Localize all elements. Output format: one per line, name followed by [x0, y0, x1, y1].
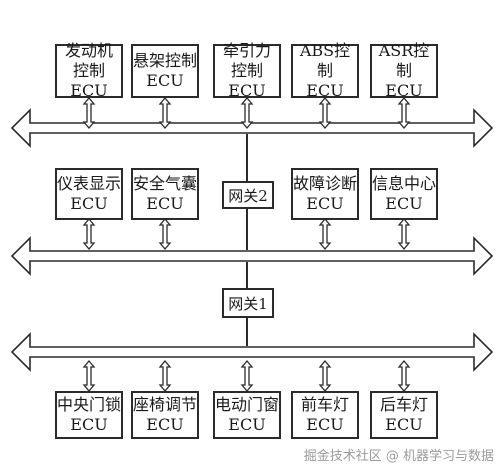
connector	[159, 97, 171, 129]
connector	[319, 97, 331, 129]
fault-diagnosis-ecu-box: 故障诊断 ECU	[291, 168, 359, 220]
ecu-label-line2: ECU	[146, 415, 184, 434]
ecu-label-line1: 仪表显示	[57, 174, 122, 193]
ecu-label-line1: 电动门窗	[215, 395, 280, 414]
ecu-label-line1: ASR控制	[378, 41, 430, 80]
gateway2-box: 网关2	[222, 181, 274, 209]
bus-top	[11, 109, 493, 147]
ecu-label-line2: ECU	[385, 81, 423, 100]
ecu-label-line1: 悬架控制	[133, 51, 198, 70]
suspension-ecu-box: 悬架控制 ECU	[131, 44, 199, 98]
ecu-label-line1: 安全气囊	[133, 174, 198, 193]
connector	[319, 360, 331, 392]
taillight-ecu-box: 后车灯 ECU	[370, 391, 438, 439]
ecu-label-line2: ECU	[306, 415, 344, 434]
central-lock-ecu-box: 中央门锁 ECU	[55, 391, 123, 439]
ecu-label-line2: ECU	[385, 194, 423, 213]
power-window-ecu-box: 电动门窗 ECU	[213, 391, 281, 439]
ecu-label-line1: 发动机	[64, 41, 113, 60]
ecu-label-line1: ABS控制	[299, 41, 351, 80]
ecu-label-line1: 信息中心	[372, 174, 437, 193]
airbag-ecu-box: 安全气囊 ECU	[131, 168, 199, 220]
connector	[159, 218, 171, 250]
connector	[319, 218, 331, 250]
connector	[241, 97, 253, 129]
abs-ecu-box: ABS控制 ECU	[291, 41, 359, 100]
ecu-label-line1: 中央门锁	[57, 395, 122, 414]
gateway2-label: 网关2	[228, 186, 268, 205]
ecu-label-line2: ECU	[70, 194, 108, 213]
instrument-display-ecu-box: 仪表显示 ECU	[55, 168, 123, 220]
connector	[83, 360, 95, 392]
ecu-label-line2: ECU	[228, 415, 266, 434]
seat-adjust-ecu-box: 座椅调节 ECU	[131, 391, 199, 439]
info-center-ecu-box: 信息中心 ECU	[370, 168, 438, 220]
connector	[241, 360, 253, 392]
ecu-label-line1: 牵引力	[222, 41, 271, 60]
connector	[398, 360, 410, 392]
ecu-label-line2: ECU	[146, 71, 184, 90]
ecu-label-line2: ECU	[306, 194, 344, 213]
ecu-label-line2: ECU	[385, 415, 423, 434]
ecu-label-line2: ECU	[70, 415, 108, 434]
ecu-label-line1: 前车灯	[300, 395, 349, 414]
traction-ecu-box: 牵引力 控制ECU	[213, 41, 281, 100]
connector	[159, 360, 171, 392]
connector	[398, 97, 410, 129]
ecu-label-line2: 控制ECU	[70, 61, 108, 100]
gateway1-label: 网关1	[228, 294, 268, 313]
ecu-label-line2: ECU	[146, 194, 184, 213]
engine-ecu-box: 发动机 控制ECU	[55, 41, 123, 100]
bus-bottom	[11, 333, 493, 371]
ecu-label-line1: 座椅调节	[133, 395, 198, 414]
ecu-label-line1: 后车灯	[379, 395, 428, 414]
headlight-ecu-box: 前车灯 ECU	[291, 391, 359, 439]
ecu-label-line1: 故障诊断	[293, 174, 358, 193]
ecu-label-line2: ECU	[306, 81, 344, 100]
asr-ecu-box: ASR控制 ECU	[370, 41, 438, 100]
ecu-label-line2: 控制ECU	[228, 61, 266, 100]
connector	[398, 218, 410, 250]
watermark: 掘金技术社区 @ 机器学习与数据	[303, 449, 494, 464]
connector	[83, 97, 95, 129]
gateway1-box: 网关1	[222, 288, 274, 318]
connector	[83, 218, 95, 250]
